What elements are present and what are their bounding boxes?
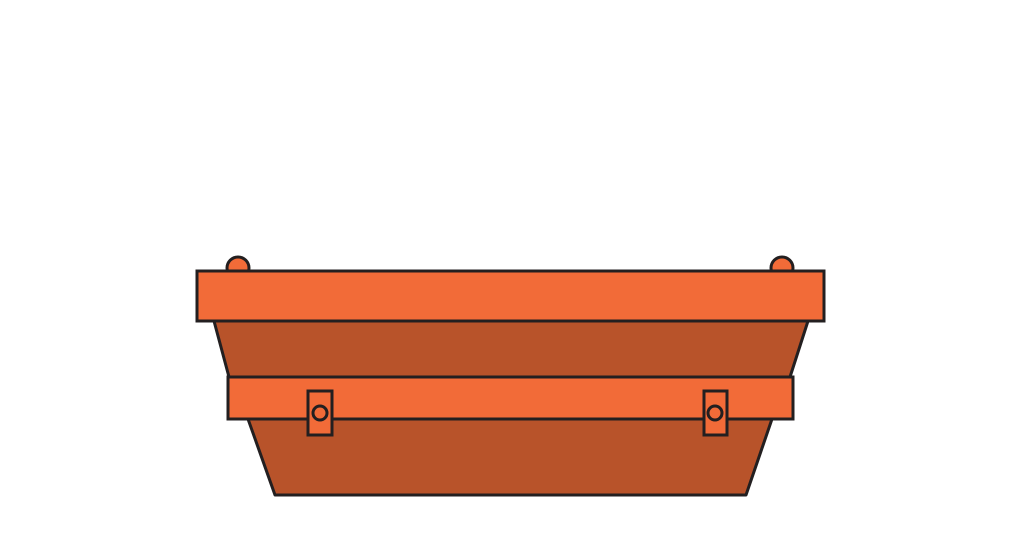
upper-body-section: [212, 319, 810, 379]
left-bracket-bolt: [311, 404, 329, 422]
top-rim: [195, 269, 826, 323]
right-bracket-bolt: [706, 404, 724, 422]
